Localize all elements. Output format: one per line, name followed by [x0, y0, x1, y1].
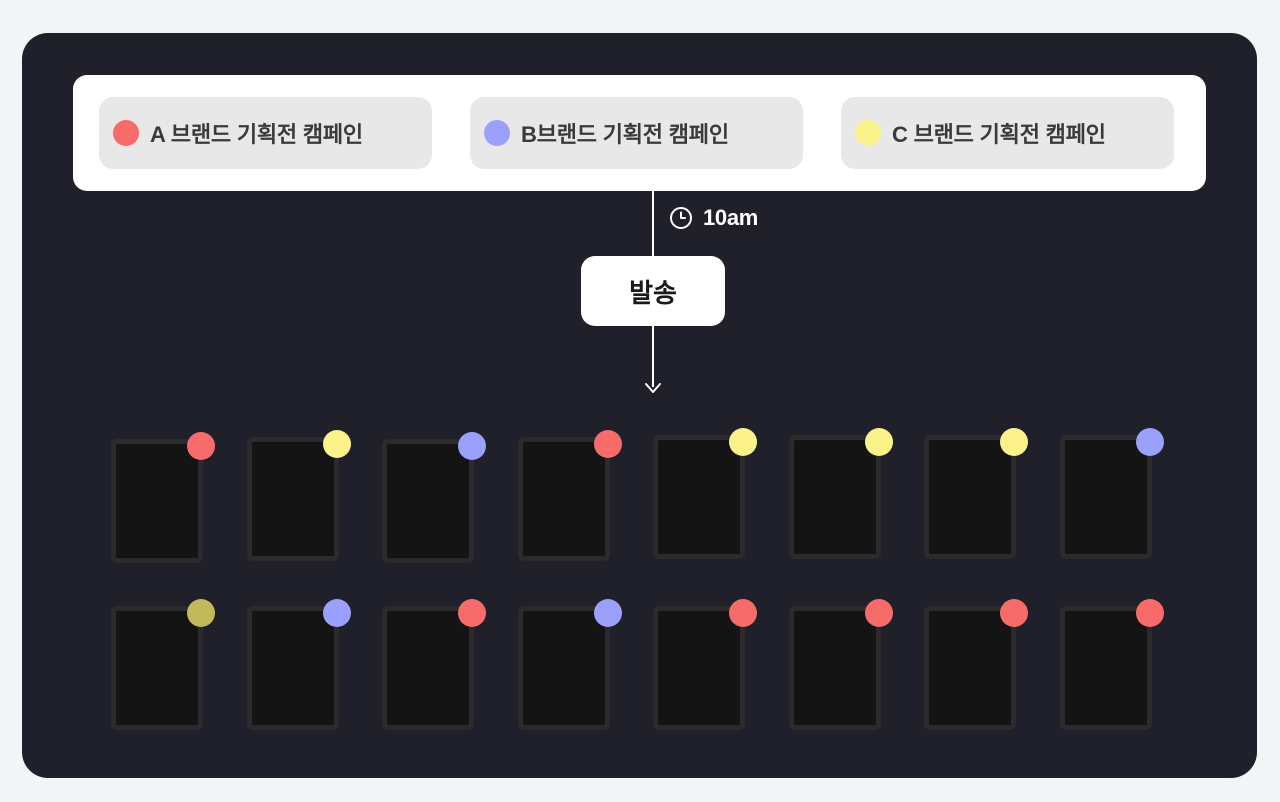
campaign-badge-dot-icon	[458, 432, 486, 460]
campaign-badge-dot-icon	[865, 428, 893, 456]
recipient-device	[518, 430, 622, 561]
campaign-list: A 브랜드 기획전 캠페인 B브랜드 기획전 캠페인 C 브랜드 기획전 캠페인	[73, 75, 1206, 191]
schedule-time: 10am	[669, 205, 758, 231]
campaign-badge-dot-icon	[1000, 599, 1028, 627]
recipient-device	[924, 599, 1028, 730]
campaign-badge-dot-icon	[323, 430, 351, 458]
campaign-badge-dot-icon	[865, 599, 893, 627]
brand-b-dot-icon	[484, 120, 510, 146]
campaign-badge-dot-icon	[323, 599, 351, 627]
recipient-device	[789, 428, 893, 559]
campaign-badge-dot-icon	[187, 599, 215, 627]
campaign-chip-c[interactable]: C 브랜드 기획전 캠페인	[841, 97, 1174, 169]
recipient-device	[382, 599, 486, 730]
brand-c-dot-icon	[855, 120, 881, 146]
campaign-badge-dot-icon	[458, 599, 486, 627]
recipient-device	[1060, 599, 1164, 730]
campaign-label: B브랜드 기획전 캠페인	[521, 122, 729, 147]
campaign-badge-dot-icon	[1136, 599, 1164, 627]
campaign-chip-b[interactable]: B브랜드 기획전 캠페인	[470, 97, 803, 169]
recipient-device	[924, 428, 1028, 559]
campaign-badge-dot-icon	[594, 430, 622, 458]
campaign-label: C 브랜드 기획전 캠페인	[892, 122, 1106, 147]
campaign-chip-a[interactable]: A 브랜드 기획전 캠페인	[99, 97, 432, 169]
diagram-panel: A 브랜드 기획전 캠페인 B브랜드 기획전 캠페인 C 브랜드 기획전 캠페인…	[22, 33, 1257, 778]
recipient-device	[382, 432, 486, 563]
campaign-badge-dot-icon	[594, 599, 622, 627]
recipient-device	[247, 599, 351, 730]
brand-a-dot-icon	[113, 120, 139, 146]
recipient-device	[518, 599, 622, 730]
campaign-badge-dot-icon	[1136, 428, 1164, 456]
campaign-label: A 브랜드 기획전 캠페인	[150, 122, 363, 147]
recipient-device	[247, 430, 351, 561]
recipient-device	[1060, 428, 1164, 559]
schedule-time-label: 10am	[703, 205, 759, 230]
campaign-badge-dot-icon	[729, 428, 757, 456]
send-button[interactable]: 발송	[581, 256, 725, 326]
recipient-device	[653, 428, 757, 559]
arrow-down-icon	[645, 383, 661, 393]
recipient-device	[653, 599, 757, 730]
campaign-badge-dot-icon	[187, 432, 215, 460]
recipient-device	[789, 599, 893, 730]
campaign-badge-dot-icon	[729, 599, 757, 627]
clock-icon	[670, 207, 692, 229]
campaign-badge-dot-icon	[1000, 428, 1028, 456]
recipient-device	[111, 599, 215, 730]
recipient-device	[111, 432, 215, 563]
